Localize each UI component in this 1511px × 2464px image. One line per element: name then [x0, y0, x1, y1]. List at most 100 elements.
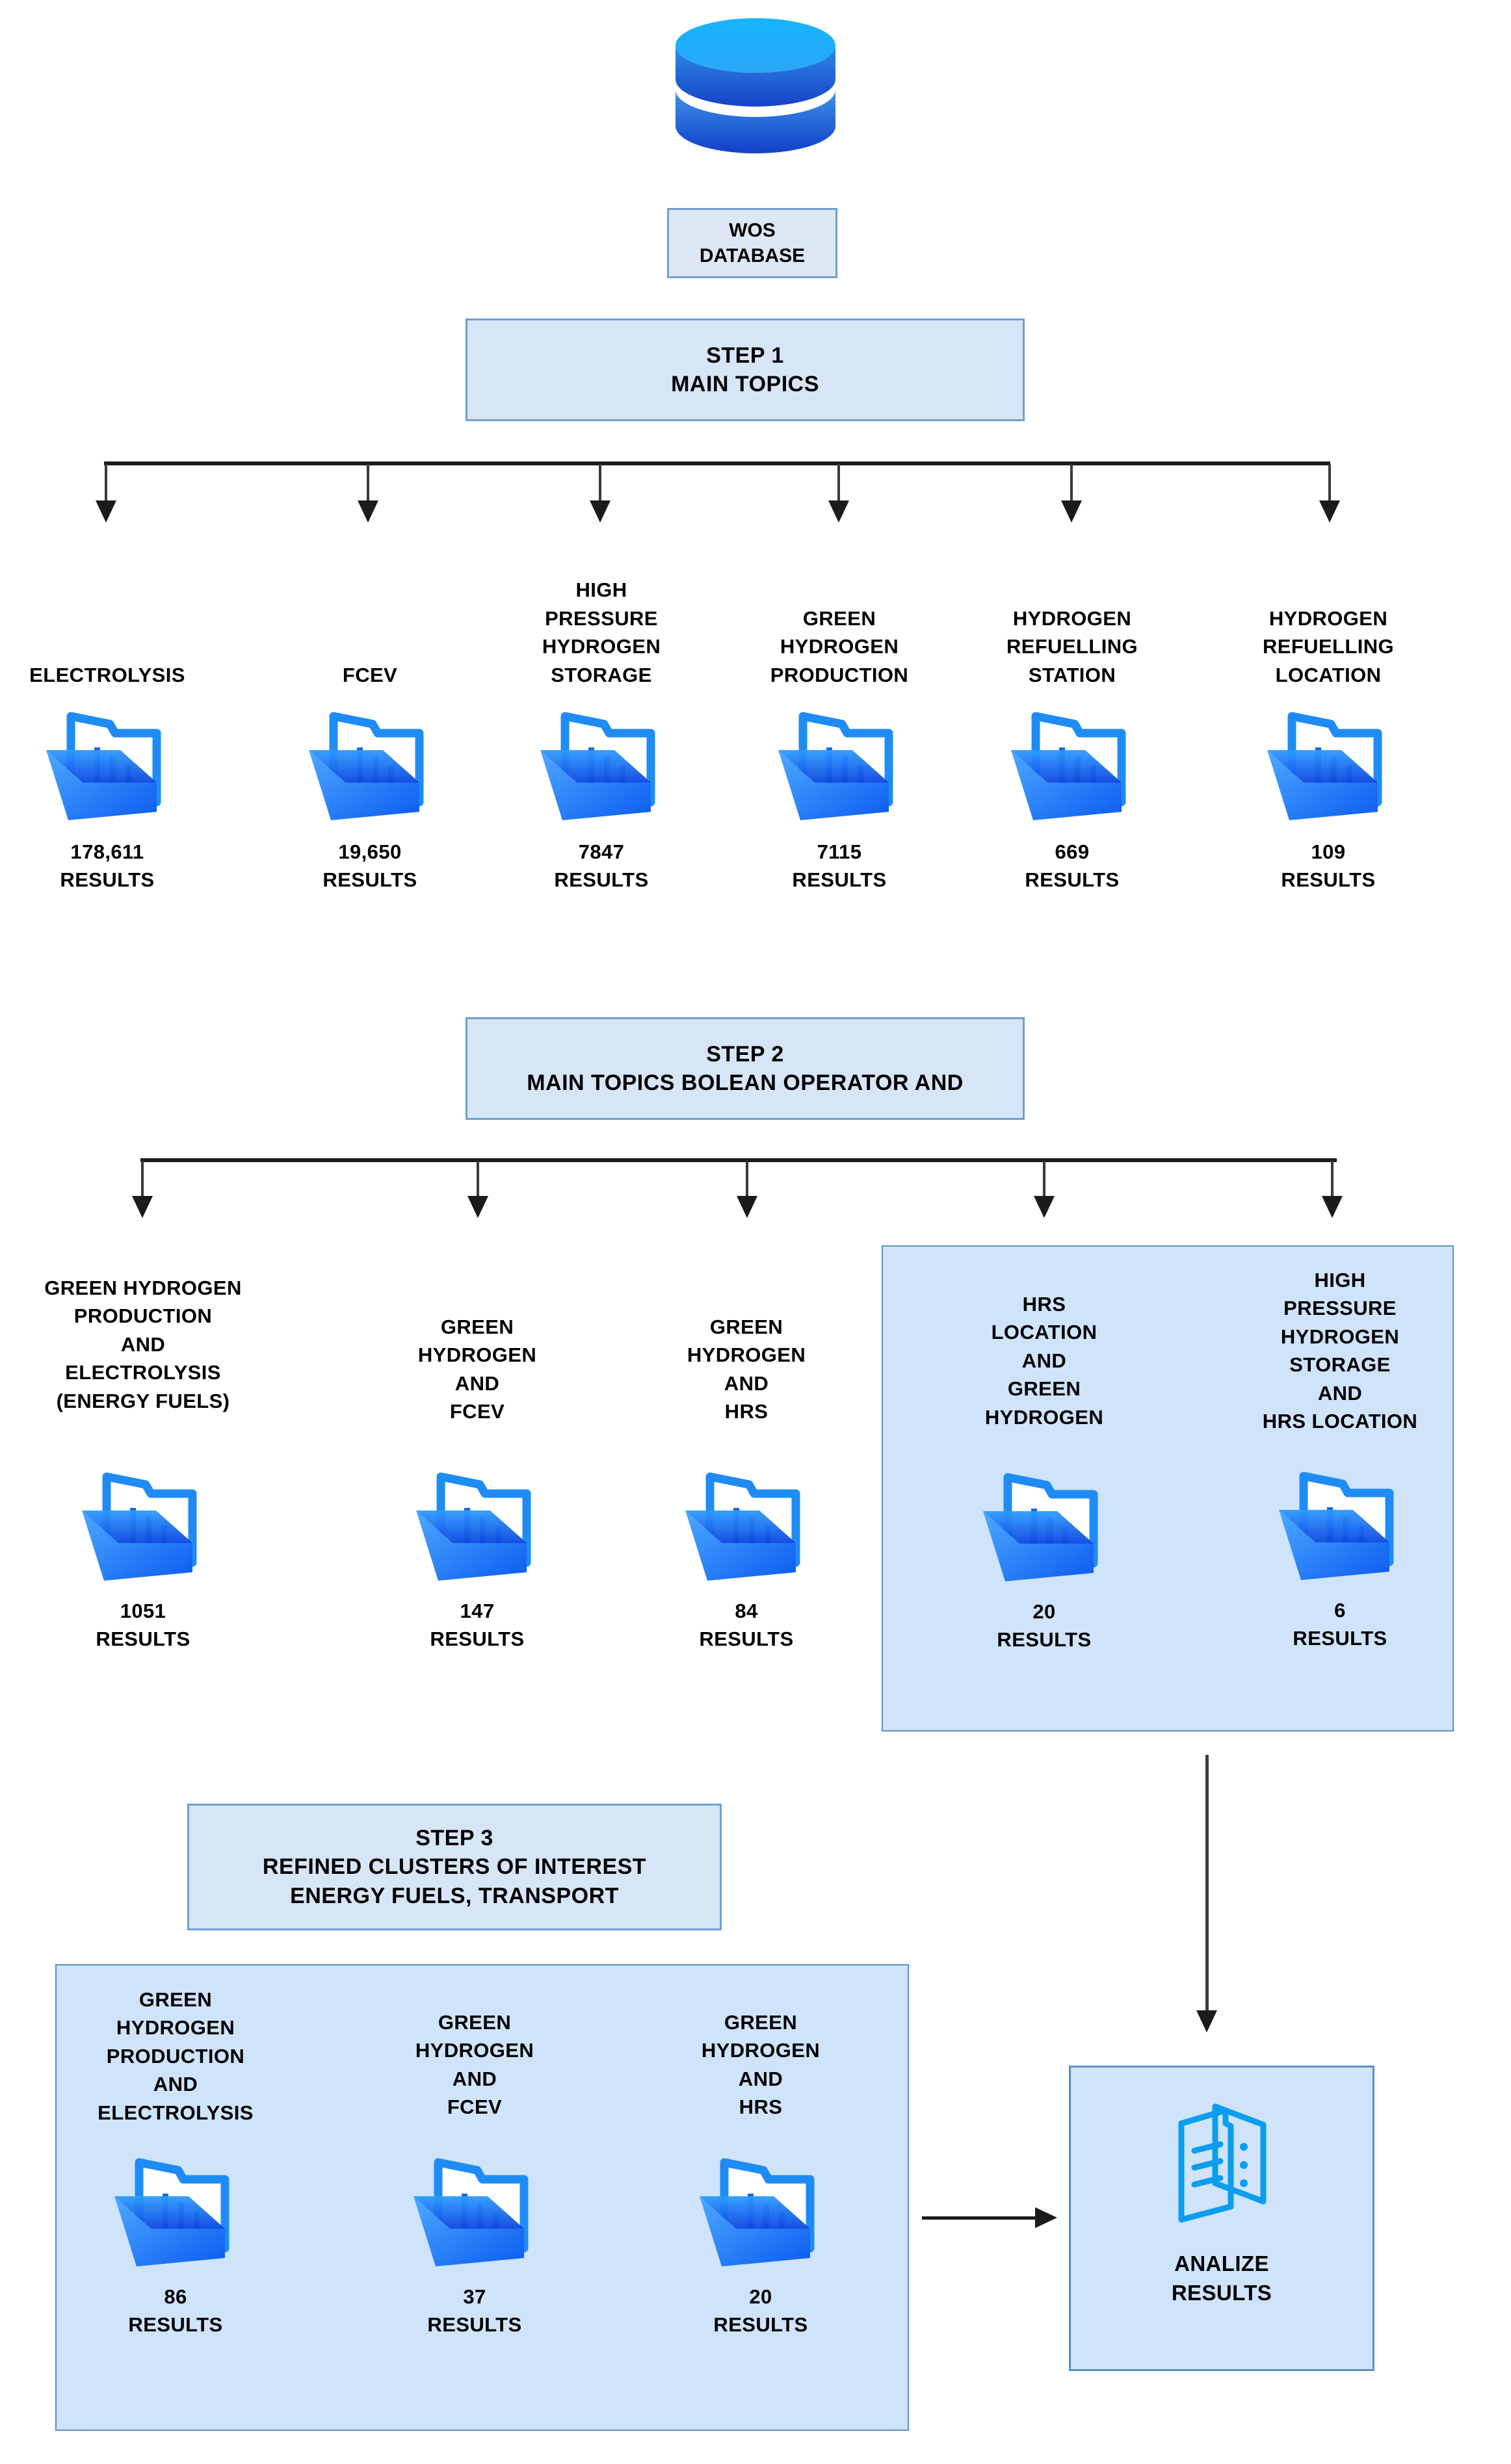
step1-arrowhead-5 [1061, 500, 1082, 523]
step3-to-analyze-arrowhead [1035, 2207, 1057, 2228]
topic-label: ELECTROLYSIS [29, 663, 185, 686]
folder-chart-icon [305, 705, 435, 825]
topic-ghp-and-electrolysis[interactable]: GREEN HYDROGEN PRODUCTION AND ELECTROLYS… [0, 1274, 286, 1653]
count-value: 7847 [578, 840, 625, 863]
analyze-results-label: ANALIZE RESULTS [1171, 2251, 1272, 2305]
count-value: 20 [1032, 1600, 1056, 1623]
topic-label: GREEN HYDROGEN AND HRS [701, 2011, 821, 2119]
count-unit: RESULTS [1281, 868, 1376, 892]
step3-box[interactable]: STEP 3 REFINED CLUSTERS OF INTEREST ENER… [187, 1804, 722, 1930]
step3-subtitle-2: ENERGY FUELS, TRANSPORT [290, 1883, 619, 1908]
topic-label: HRS LOCATION AND GREEN HYDROGEN [984, 1293, 1104, 1429]
count-value: 86 [164, 2285, 187, 2308]
step1-drop-4 [837, 464, 840, 504]
count-unit: RESULTS [427, 2313, 522, 2337]
count-value: 147 [460, 1600, 495, 1622]
wos-database-box[interactable]: WOS DATABASE [667, 208, 837, 278]
count-value: 84 [735, 1600, 758, 1622]
count-value: 669 [1055, 840, 1090, 863]
count-unit: RESULTS [1025, 868, 1120, 892]
step2-box[interactable]: STEP 2 MAIN TOPICS BOLEAN OPERATOR AND [466, 1017, 1025, 1120]
panel-to-analyze-line [1205, 1755, 1209, 2015]
topic-label: GREEN HYDROGEN PRODUCTION AND ELECTROLYS… [98, 1988, 254, 2124]
topic-label: GREEN HYDROGEN PRODUCTION [770, 606, 909, 686]
count-unit: RESULTS [792, 868, 887, 892]
step3-subtitle-1: REFINED CLUSTERS OF INTEREST [262, 1854, 647, 1880]
step2-arrowhead-1 [132, 1196, 153, 1218]
analyze-results-box[interactable]: ANALIZE RESULTS [1069, 2066, 1374, 2371]
step1-box[interactable]: STEP 1 MAIN TOPICS [466, 318, 1025, 421]
step2-arrowhead-5 [1322, 1196, 1343, 1218]
count-unit: RESULTS [322, 868, 417, 892]
count-unit: RESULTS [554, 868, 649, 892]
folder-chart-icon [536, 705, 666, 825]
count-unit: RESULTS [430, 1628, 525, 1651]
step1-drop-1 [105, 464, 107, 504]
count-unit: RESULTS [96, 1628, 191, 1651]
count-unit: RESULTS [1293, 1627, 1387, 1650]
folder-chart-icon [1263, 705, 1393, 825]
topic-label: GREEN HYDROGEN AND FCEV [417, 1316, 537, 1423]
step3-title: STEP 3 [415, 1826, 493, 1851]
folder-chart-icon [1007, 705, 1137, 825]
step2-drop-4 [1043, 1161, 1045, 1200]
database-icon [663, 12, 848, 168]
step1-arrowhead-3 [590, 500, 611, 523]
topic-label: GREEN HYDROGEN PRODUCTION AND ELECTROLYS… [44, 1277, 242, 1412]
step1-bus-line [104, 461, 1330, 465]
count-value: 7115 [817, 840, 862, 863]
topic-label: HIGH PRESSURE HYDROGEN STORAGE [542, 578, 661, 686]
count-value: 6 [1334, 1599, 1346, 1622]
folder-chart-icon [410, 2151, 540, 2271]
count-unit: RESULTS [713, 2313, 808, 2337]
topic-label: HIGH PRESSURE HYDROGEN STORAGE AND HRS L… [1262, 1269, 1418, 1433]
topic-label: HYDROGEN REFUELLING STATION [1006, 606, 1138, 686]
step1-subtitle: MAIN TOPICS [671, 372, 819, 396]
step2-drop-5 [1331, 1161, 1334, 1200]
count-value: 109 [1311, 840, 1346, 863]
topic-hp-storage-and-hrs-location[interactable]: HIGH PRESSURE HYDROGEN STORAGE AND HRS L… [1233, 1266, 1447, 1653]
folder-chart-icon [774, 705, 904, 825]
step1-arrowhead-1 [96, 500, 116, 523]
step2-title: STEP 2 [706, 1041, 784, 1067]
step2-bus-line [140, 1158, 1337, 1162]
topic-label: HYDROGEN REFUELLING LOCATION [1262, 606, 1395, 686]
folder-chart-icon [1275, 1464, 1405, 1585]
step1-drop-6 [1328, 464, 1331, 504]
count-unit: RESULTS [997, 1628, 1092, 1652]
folder-chart-icon [111, 2151, 241, 2271]
folder-chart-icon [696, 2151, 826, 2271]
count-value: 19,650 [338, 840, 402, 863]
count-unit: RESULTS [699, 1628, 794, 1651]
topic-label: GREEN HYDROGEN AND FCEV [415, 2011, 534, 2119]
count-value: 20 [749, 2285, 772, 2308]
count-unit: RESULTS [128, 2313, 223, 2337]
step1-title: STEP 1 [706, 343, 784, 368]
count-value: 1051 [120, 1600, 166, 1622]
topic-ghp-and-electrolysis-refined[interactable]: GREEN HYDROGEN PRODUCTION AND ELECTROLYS… [72, 1986, 280, 2339]
folder-chart-icon [681, 1465, 811, 1585]
folder-chart-icon [979, 1466, 1109, 1586]
